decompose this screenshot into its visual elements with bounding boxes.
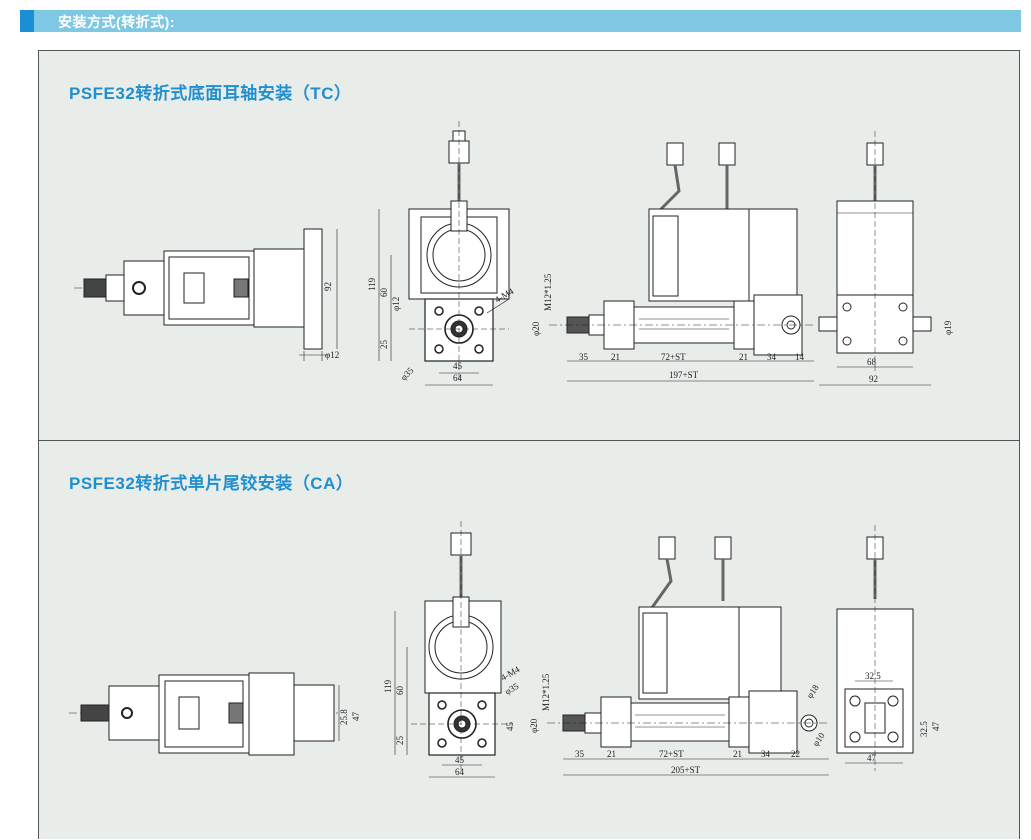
tc-front-dim-d35: φ35: [398, 365, 415, 382]
ca-end-view: 32.5 32.5 47 47: [836, 525, 941, 771]
tc-side-dim-92: 92: [323, 282, 333, 291]
ca-front-view: 119 60 25 45 4-M4 φ35 45 64: [383, 521, 522, 778]
drawing-ca: 25.8 47 119 60 25 45 4-M4: [69, 521, 941, 778]
ca-long-view: φ20 M12*1.25 φ18 φ10 35 21 72+ST 21 34 2…: [529, 536, 829, 776]
ca-front-dim-60: 60: [395, 686, 405, 696]
tc-front-dim-60: 60: [379, 288, 389, 298]
tc-long-dim-d20: φ20: [531, 321, 541, 336]
ca-long-dim-d18: φ18: [804, 682, 821, 700]
tc-front-dim-119: 119: [367, 277, 377, 291]
tc-long-dim-21a: 21: [611, 352, 620, 362]
ca-end-dim-47v: 47: [931, 722, 941, 732]
ca-front-dim-25: 25: [395, 736, 405, 746]
tc-long-dim-72st: 72+ST: [661, 352, 686, 362]
tc-front-dim-45: 45: [453, 361, 463, 371]
panel-title-ca: PSFE32转折式单片尾铰安装（CA）: [69, 474, 354, 493]
ca-long-dim-thread: M12*1.25: [541, 673, 551, 711]
tc-end-view: φ19 68 92: [818, 131, 953, 386]
ca-end-dim-32-5v: 32.5: [919, 721, 929, 737]
drawing-tc: φ12 92 119 60 25: [74, 121, 953, 386]
ca-front-dim-d35: φ35: [503, 681, 521, 697]
ca-side-dim-25-8: 25.8: [339, 709, 349, 725]
tc-side-dim-d12: φ12: [325, 350, 339, 360]
ca-front-dim-119: 119: [383, 679, 393, 693]
section-header: 安装方式(转折式):: [20, 10, 1021, 32]
ca-long-dim-22: 22: [791, 749, 800, 759]
panel-clevis-mount: PSFE32转折式单片尾铰安装（CA） 25.8 47: [38, 440, 1020, 839]
tc-long-dim-21b: 21: [739, 352, 748, 362]
tc-front-view: 119 60 25 φ12 4-M4 φ35 45 64: [367, 121, 516, 386]
tc-long-view: φ20 M12*1.25 35 21 72+ST 21 34 14 197+ST: [531, 142, 814, 382]
panel-title-tc: PSFE32转折式底面耳轴安装（TC）: [69, 84, 352, 103]
panel-trunnion-mount: PSFE32转折式底面耳轴安装（TC） φ12 92: [38, 50, 1020, 441]
ca-side-dim-47: 47: [351, 712, 361, 722]
ca-front-dim-64: 64: [455, 767, 465, 777]
ca-front-dim-4m4: 4-M4: [499, 664, 522, 683]
ca-long-dim-72st: 72+ST: [659, 749, 684, 759]
tc-front-dim-64: 64: [453, 373, 463, 383]
tc-end-dim-d19: φ19: [943, 320, 953, 335]
ca-front-dim-45v: 45: [505, 722, 515, 732]
tc-front-dim-25: 25: [379, 340, 389, 350]
tc-end-dim-68: 68: [867, 357, 877, 367]
ca-long-dim-35: 35: [575, 749, 585, 759]
tc-end-dim-92: 92: [869, 374, 878, 384]
tc-side-view: φ12 92: [74, 228, 339, 361]
header-accent-block: [20, 10, 34, 32]
ca-long-dim-21a: 21: [607, 749, 616, 759]
ca-end-dim-47: 47: [867, 753, 877, 763]
tc-long-dim-35: 35: [579, 352, 589, 362]
ca-end-dim-32-5h: 32.5: [865, 671, 881, 681]
ca-long-dim-34: 34: [761, 749, 771, 759]
ca-long-dim-d20: φ20: [529, 718, 539, 733]
ca-side-view: 25.8 47: [69, 672, 361, 756]
header-title: 安装方式(转折式):: [58, 14, 175, 30]
ca-long-dim-total: 205+ST: [671, 765, 701, 775]
tc-long-dim-total: 197+ST: [669, 370, 699, 380]
ca-long-dim-d10: φ10: [810, 730, 827, 748]
tc-front-dim-d12: φ12: [391, 297, 401, 311]
tc-long-dim-thread: M12*1.25: [543, 273, 553, 311]
tc-long-dim-14: 14: [795, 352, 805, 362]
ca-long-dim-21b: 21: [733, 749, 742, 759]
ca-front-dim-45: 45: [455, 755, 465, 765]
tc-long-dim-34: 34: [767, 352, 777, 362]
